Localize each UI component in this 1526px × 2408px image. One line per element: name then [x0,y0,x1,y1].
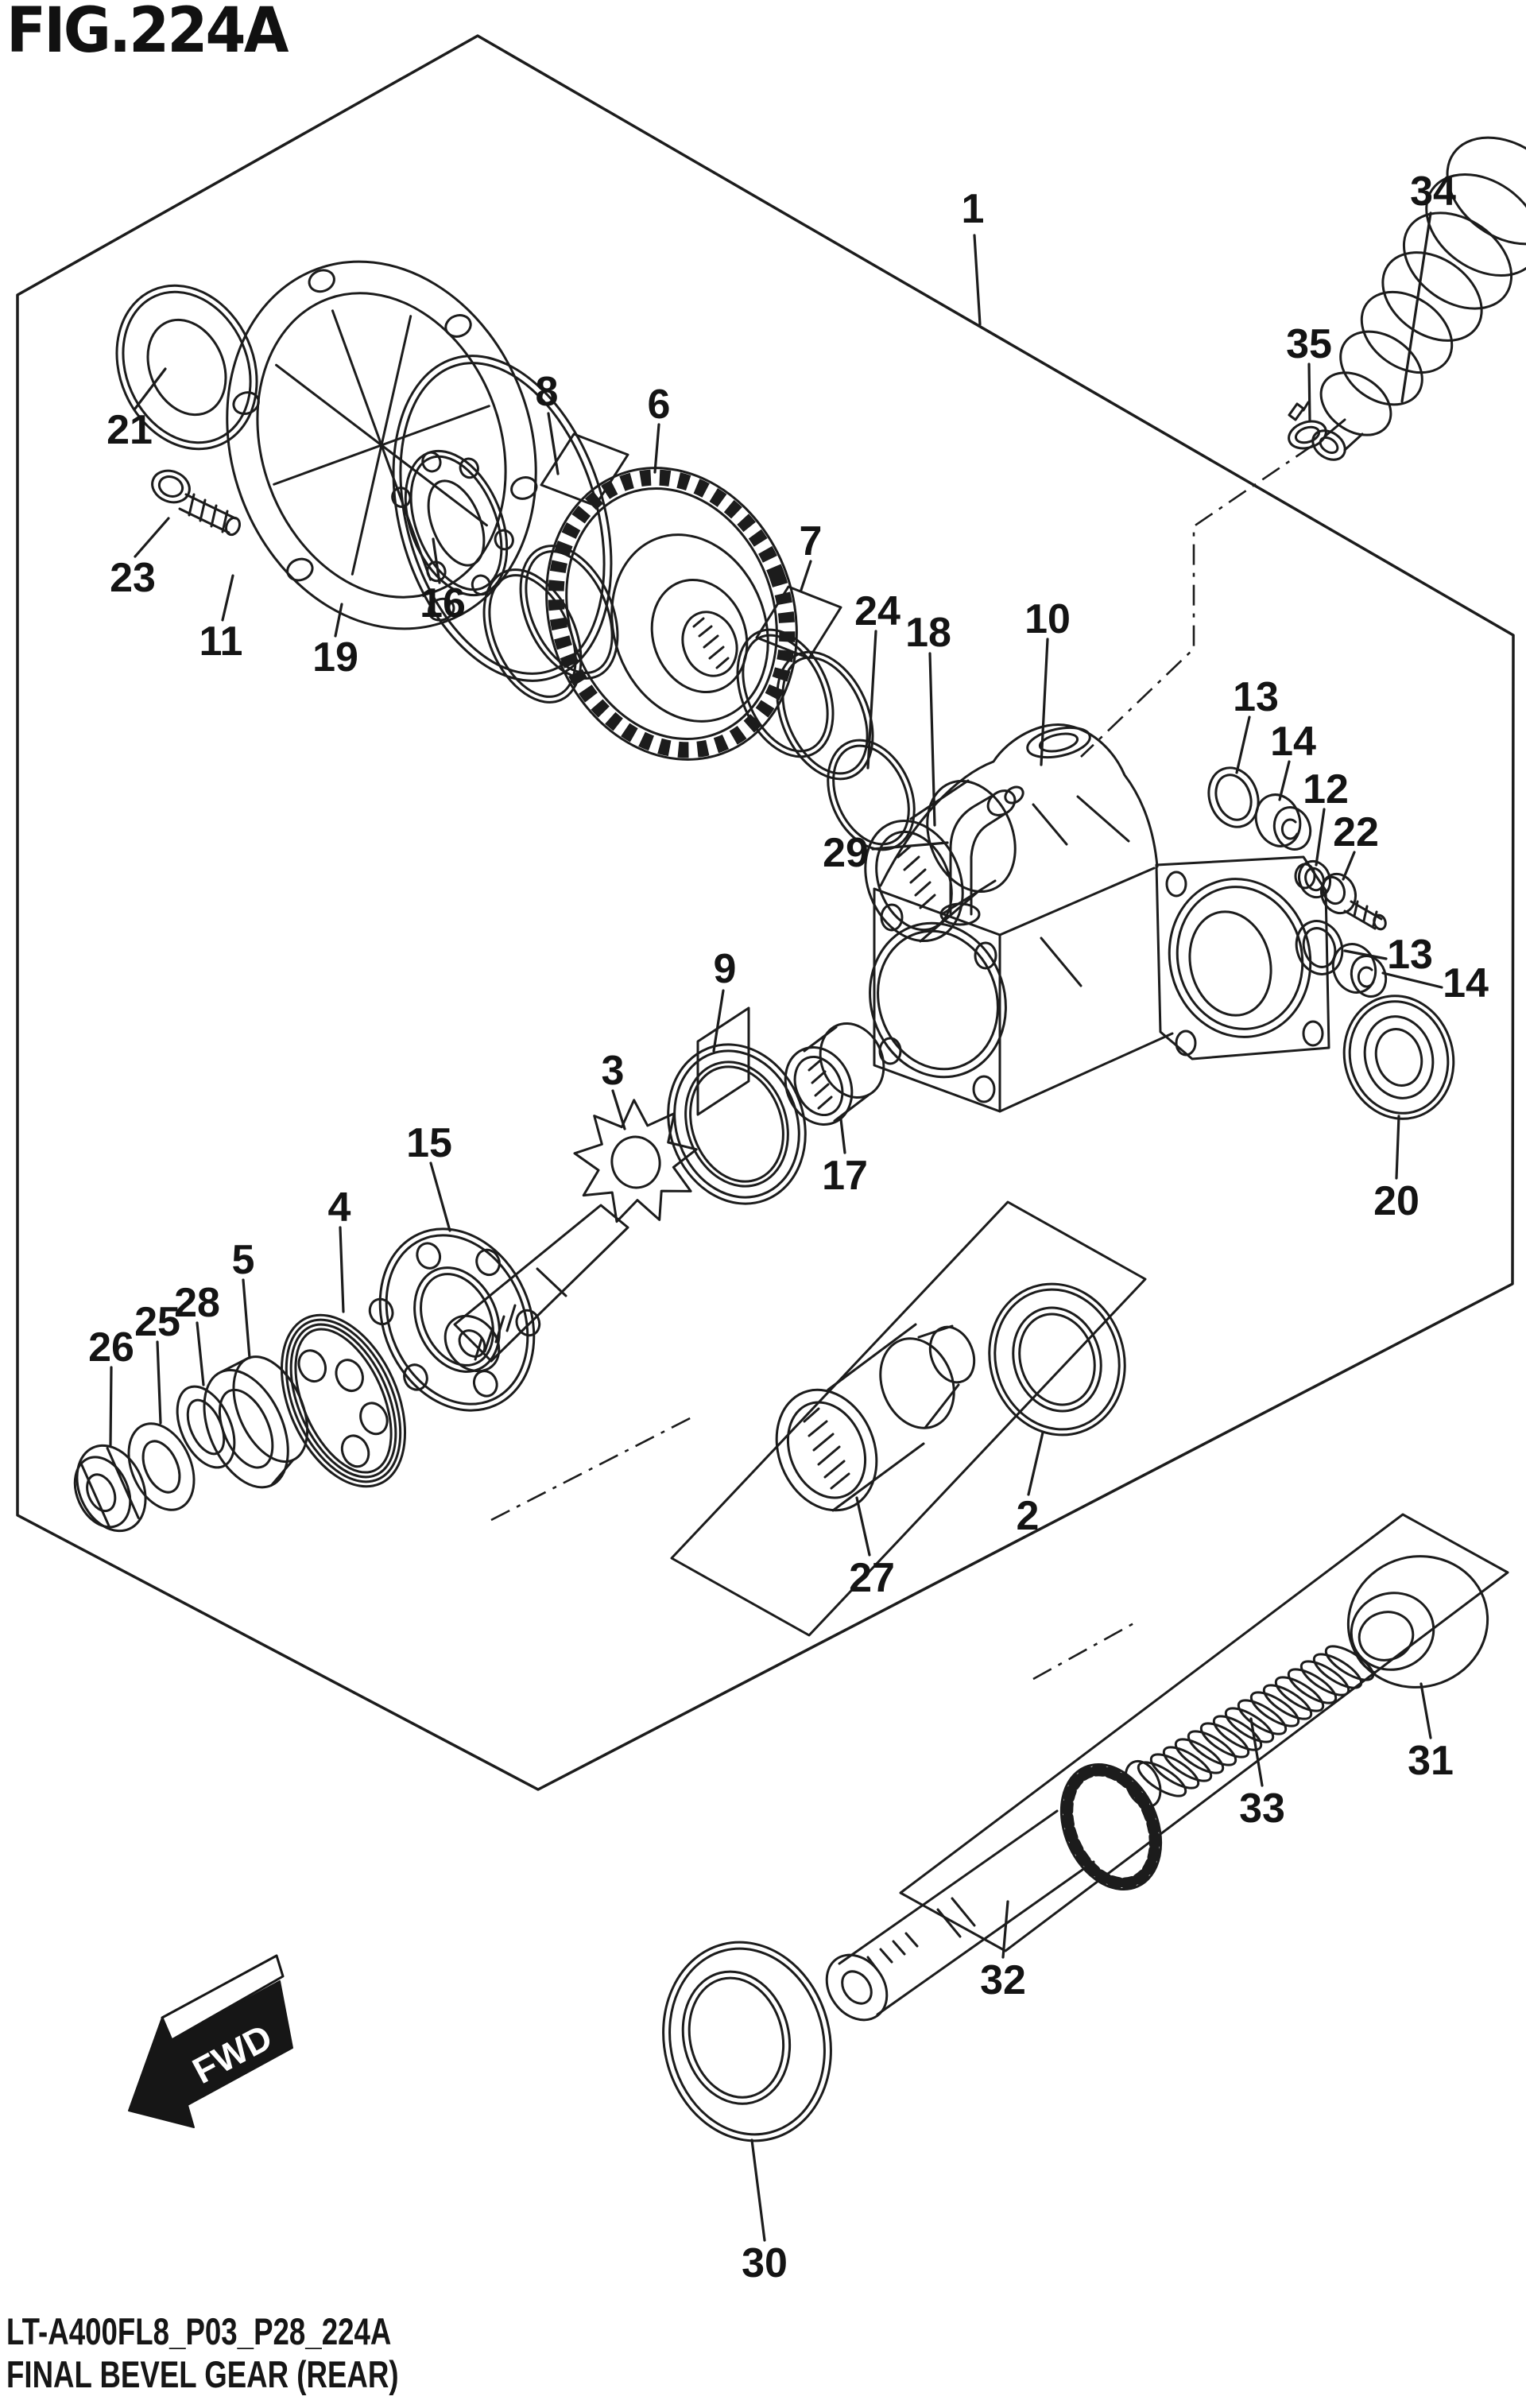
callout-27: 27 [849,1555,895,1601]
callout-33: 33 [1239,1786,1285,1832]
part-17-bush [784,1022,885,1126]
part-10-gear-case [869,723,1330,1113]
callout-14a: 14 [1270,719,1316,765]
callout-3: 3 [602,1048,625,1094]
callout-34: 34 [1410,169,1456,215]
callout-12: 12 [1303,766,1349,812]
callout-30: 30 [742,2240,788,2286]
part-6-ring-gear [545,467,798,761]
part-13-oring-lower [1295,920,1344,975]
callout-23: 23 [110,555,156,601]
callout-15: 15 [406,1120,452,1166]
subassembly-box-propshaft [899,1513,1509,1952]
callout-17: 17 [822,1153,868,1199]
drawing-caption: FINAL BEVEL GEAR (REAR) [6,2353,399,2395]
part-20-seal [1342,995,1455,1120]
callout-1: 1 [962,186,985,232]
part-30-coupling-flange [662,1941,832,2142]
callout-5: 5 [232,1237,255,1283]
fwd-direction-arrow: FWD [128,1954,293,2128]
callout-25: 25 [134,1299,180,1345]
part-2-seal [988,1282,1126,1437]
leader-lines [109,211,1443,2242]
callout-10: 10 [1024,596,1071,642]
part-34-boot [1311,136,1526,461]
drawing-code: LT-A400FL8_P03_P28_224A [6,2310,392,2352]
part-35-clamp [1288,401,1327,450]
callout-16: 16 [420,580,466,626]
center-lines [490,444,1314,1681]
callout-35: 35 [1286,321,1332,367]
subassembly-box-coupling [670,1200,1147,1637]
callout-20: 20 [1373,1178,1419,1224]
part-8-shim-set [482,432,629,704]
callout-9: 9 [714,946,737,992]
figure-number: FIG.224A [6,0,289,67]
callout-14b: 14 [1443,960,1489,1006]
callout-11: 11 [199,618,243,665]
callout-31: 31 [1408,1738,1454,1784]
part-32-prop-shaft [825,1759,1163,2022]
footer: LT-A400FL8_P03_P28_224A FINAL BEVEL GEAR… [6,2310,509,2396]
part-11-cover [226,260,538,630]
callout-4: 4 [328,1185,351,1231]
part-22-bolt [1319,872,1387,931]
callout-6: 6 [648,382,671,428]
callout-2: 2 [1017,1493,1040,1539]
callout-21: 21 [107,407,153,453]
part-26-nut [73,1444,147,1533]
callout-29: 29 [823,830,869,876]
part-14-plug-upper [1254,793,1312,851]
part-3-bevel-pinion [443,1099,698,1373]
callout-18: 18 [905,610,951,656]
part-16-bearing [391,449,514,597]
diagram-border [16,34,1515,1791]
callout-22: 22 [1333,809,1379,855]
callout-13a: 13 [1233,674,1279,720]
callout-32: 32 [980,1957,1026,2003]
part-33-spring [1137,1645,1375,1797]
part-13-oring-upper [1207,766,1260,828]
part-5-spacer [203,1355,309,1489]
part-14-plug-lower [1331,943,1388,998]
part-15-bearing [368,1227,541,1412]
callout-7: 7 [800,518,823,564]
part-25-washer [127,1422,196,1511]
part-18-needle-bearing [864,779,1017,943]
part-7-shim-set [736,585,874,781]
callout-labels: 1 2 3 4 5 6 7 8 9 10 11 12 13 14 13 14 1… [88,169,1489,2286]
callout-24: 24 [854,588,900,634]
callout-28: 28 [174,1280,220,1326]
callout-13b: 13 [1387,932,1433,978]
callout-26: 26 [88,1324,134,1371]
part-28-washer [176,1385,236,1469]
part-27-coupling [775,1323,976,1512]
callout-8: 8 [536,369,559,415]
part-23-bolt [151,469,241,537]
part-29-breather-pipe [939,785,1024,926]
callout-19: 19 [312,634,358,681]
